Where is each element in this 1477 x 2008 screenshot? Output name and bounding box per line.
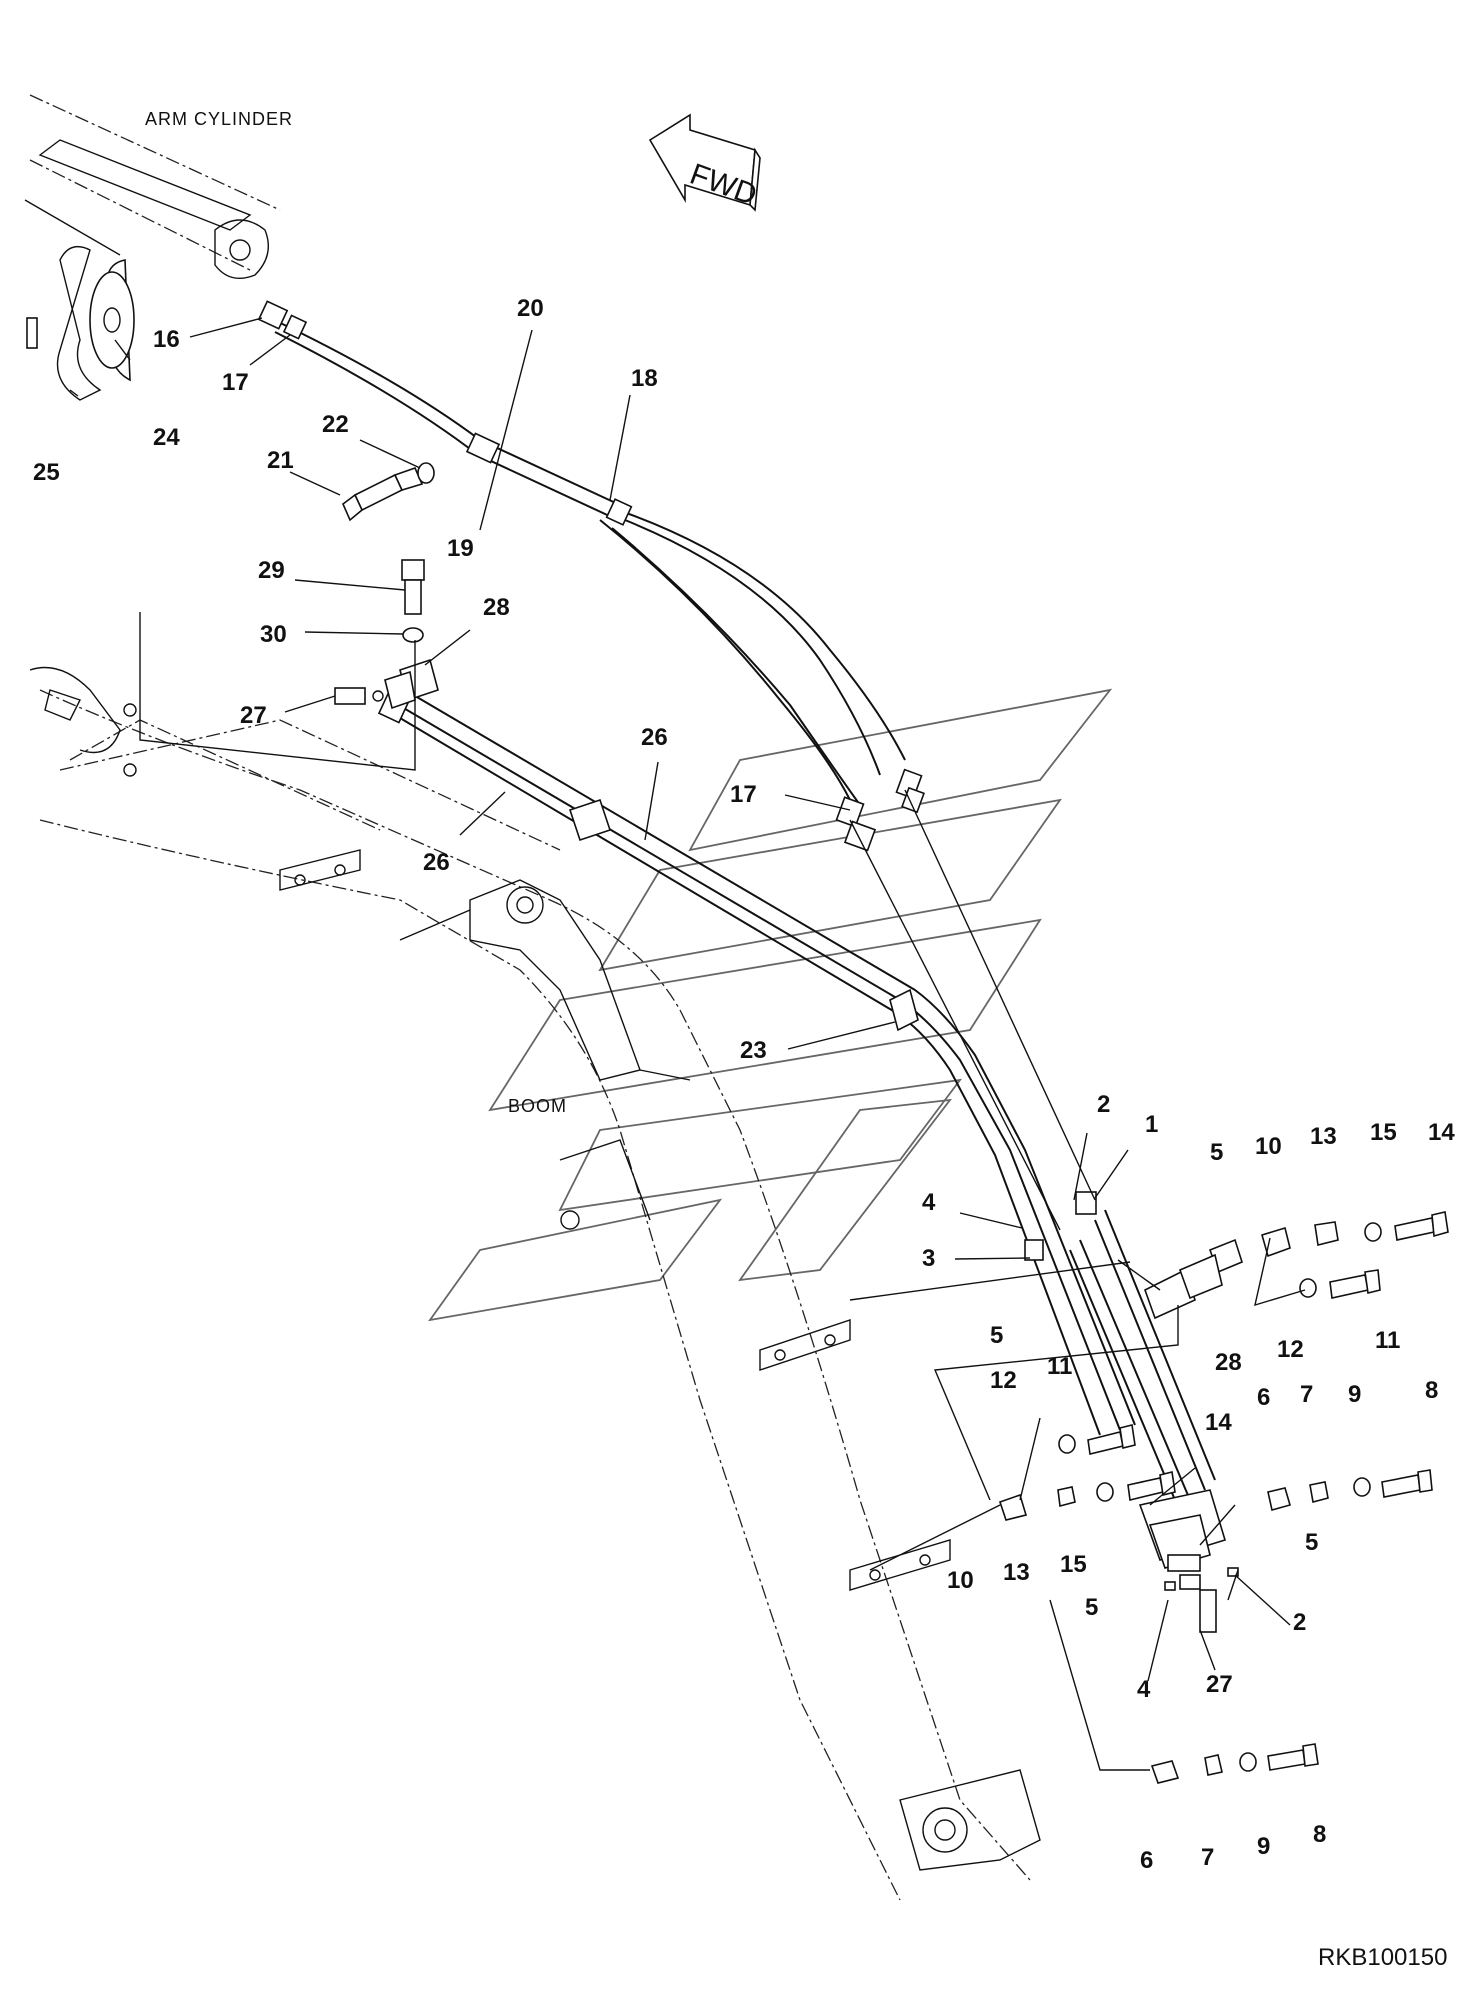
callout-10-bottom: 10 bbox=[947, 1567, 974, 1594]
callout-11-left: 11 bbox=[1047, 1353, 1072, 1380]
callout-25: 25 bbox=[33, 459, 60, 486]
callout-23: 23 bbox=[740, 1037, 767, 1064]
boom-caption: BOOM bbox=[508, 1096, 567, 1116]
callouts: 16 17 24 25 22 21 20 19 18 29 30 28 27 2… bbox=[33, 295, 1455, 1874]
callout-7-top: 7 bbox=[1300, 1381, 1313, 1408]
callout-11-right: 11 bbox=[1375, 1327, 1400, 1354]
guide-lines bbox=[849, 789, 1306, 1771]
callout-17-top: 17 bbox=[222, 369, 249, 396]
callout-16: 16 bbox=[153, 326, 180, 353]
callout-15-bottom: 15 bbox=[1060, 1551, 1087, 1578]
callout-2-bottom: 2 bbox=[1293, 1609, 1306, 1636]
callout-21: 21 bbox=[267, 447, 294, 474]
lower-hardware bbox=[998, 1191, 1449, 1784]
callout-2-top: 2 bbox=[1097, 1091, 1110, 1118]
callout-6-top: 6 bbox=[1257, 1384, 1270, 1411]
callout-27-top: 27 bbox=[240, 702, 267, 729]
arm-cylinder-caption: ARM CYLINDER bbox=[145, 109, 293, 129]
callout-14-mid: 14 bbox=[1205, 1409, 1232, 1436]
upper-hoses bbox=[257, 300, 925, 852]
callout-5-left: 5 bbox=[990, 1322, 1003, 1349]
callout-4-top: 4 bbox=[922, 1189, 936, 1216]
callout-28-top: 28 bbox=[483, 594, 510, 621]
callout-7-bottom: 7 bbox=[1201, 1844, 1214, 1871]
callout-29: 29 bbox=[258, 557, 285, 584]
watermark-logo-icon bbox=[427, 688, 1113, 1322]
callout-1: 1 bbox=[1145, 1111, 1158, 1138]
callout-3: 3 bbox=[922, 1245, 935, 1272]
callout-8-bottom: 8 bbox=[1313, 1821, 1326, 1848]
callout-13-bottom: 13 bbox=[1003, 1559, 1030, 1586]
callout-5-bottom: 5 bbox=[1085, 1594, 1098, 1621]
callout-19: 19 bbox=[447, 535, 474, 562]
callout-20: 20 bbox=[517, 295, 544, 322]
boom-pipes bbox=[377, 658, 1216, 1501]
callout-14-top: 14 bbox=[1428, 1119, 1455, 1146]
callout-27-bottom: 27 bbox=[1206, 1671, 1233, 1698]
callout-8-top: 8 bbox=[1425, 1377, 1438, 1404]
callout-15-top: 15 bbox=[1370, 1119, 1397, 1146]
callout-28-right: 28 bbox=[1215, 1349, 1242, 1376]
callout-12-right: 12 bbox=[1277, 1336, 1304, 1363]
callout-26-right: 26 bbox=[641, 724, 668, 751]
arm-cylinder bbox=[24, 94, 281, 279]
callout-22: 22 bbox=[322, 411, 349, 438]
callout-10-top: 10 bbox=[1255, 1133, 1282, 1160]
drawing-code: RKB100150 bbox=[1318, 1944, 1447, 1971]
callout-30: 30 bbox=[260, 621, 287, 648]
callout-9-bottom: 9 bbox=[1257, 1833, 1270, 1860]
callout-18: 18 bbox=[631, 365, 658, 392]
upper-hardware bbox=[334, 462, 435, 705]
callout-17-mid: 17 bbox=[730, 781, 757, 808]
callout-26-left: 26 bbox=[423, 849, 450, 876]
callout-6-bottom: 6 bbox=[1140, 1847, 1153, 1874]
boom-outline bbox=[29, 666, 1041, 1901]
callout-12-left: 12 bbox=[990, 1367, 1017, 1394]
callout-24: 24 bbox=[153, 424, 180, 451]
clamp-24-25 bbox=[26, 246, 135, 401]
exploded-frame bbox=[139, 612, 416, 771]
callout-13-top: 13 bbox=[1310, 1123, 1337, 1150]
callout-9-top: 9 bbox=[1348, 1381, 1361, 1408]
callout-4-bottom: 4 bbox=[1137, 1676, 1151, 1703]
leader-lines bbox=[69, 317, 1291, 1682]
callout-5-right: 5 bbox=[1305, 1529, 1318, 1556]
callout-5-top: 5 bbox=[1210, 1139, 1223, 1166]
fwd-arrow-icon: FWD bbox=[648, 113, 761, 212]
